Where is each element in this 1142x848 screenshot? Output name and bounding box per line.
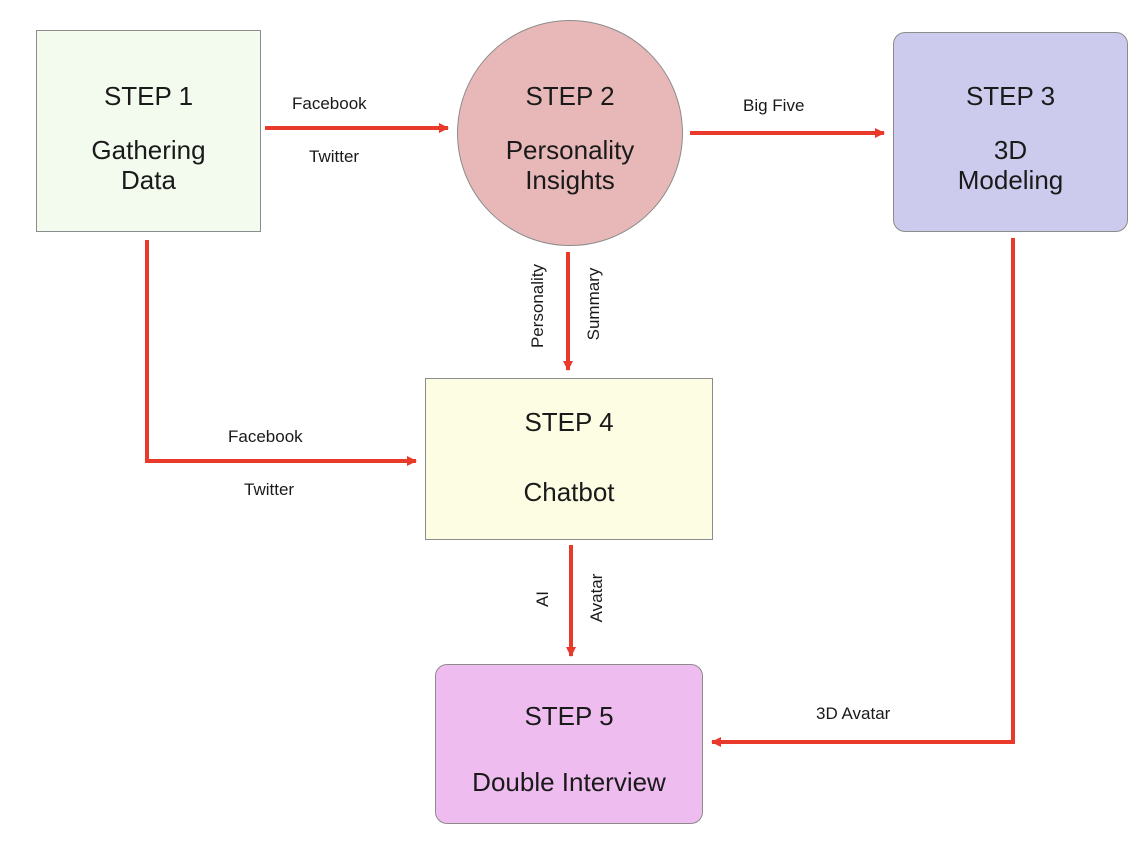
node-step-label: STEP 4 bbox=[524, 407, 614, 437]
node-step-label: STEP 3 bbox=[965, 81, 1056, 111]
edge-label-step4-step5-left: AI bbox=[533, 590, 552, 608]
edge-step3-to-step5 bbox=[711, 238, 1015, 747]
node-name-label: Personality Insights bbox=[505, 135, 635, 195]
node-name-label: Double Interview bbox=[472, 767, 666, 797]
node-step4-chatbot: STEP 4 Chatbot bbox=[425, 378, 713, 540]
node-step1-gathering-data: STEP 1 Gathering Data bbox=[36, 30, 261, 232]
node-step2-personality-insights: STEP 2 Personality Insights bbox=[457, 20, 683, 246]
edge-label-step2-step4-left: Personality bbox=[528, 263, 547, 349]
edge-label-step1-step2-top: Facebook bbox=[292, 94, 367, 113]
edge-label-step2-step4-right: Summary bbox=[584, 267, 603, 341]
edge-label-step2-step3: Big Five bbox=[743, 96, 805, 115]
node-step-label: STEP 5 bbox=[524, 701, 614, 731]
edge-label-step1-step4-bottom: Twitter bbox=[244, 480, 295, 499]
edge-label-step4-step5-right: Avatar bbox=[587, 573, 606, 623]
edge-label-step1-step2-bottom: Twitter bbox=[309, 147, 360, 166]
edge-label-step1-step4-top: Facebook bbox=[228, 427, 303, 446]
node-step3-3d-modeling: STEP 3 3D Modeling bbox=[893, 32, 1128, 232]
node-step-label: STEP 1 bbox=[103, 81, 194, 111]
node-step-label: STEP 2 bbox=[525, 81, 615, 111]
node-name-label: Gathering Data bbox=[91, 135, 206, 195]
node-step5-double-interview: STEP 5 Double Interview bbox=[435, 664, 703, 824]
node-name-label: Chatbot bbox=[523, 477, 615, 507]
edge-label-step3-step5: 3D Avatar bbox=[816, 704, 891, 723]
edge-step1-to-step4 bbox=[145, 240, 417, 466]
node-name-label: 3D Modeling bbox=[957, 135, 1064, 195]
